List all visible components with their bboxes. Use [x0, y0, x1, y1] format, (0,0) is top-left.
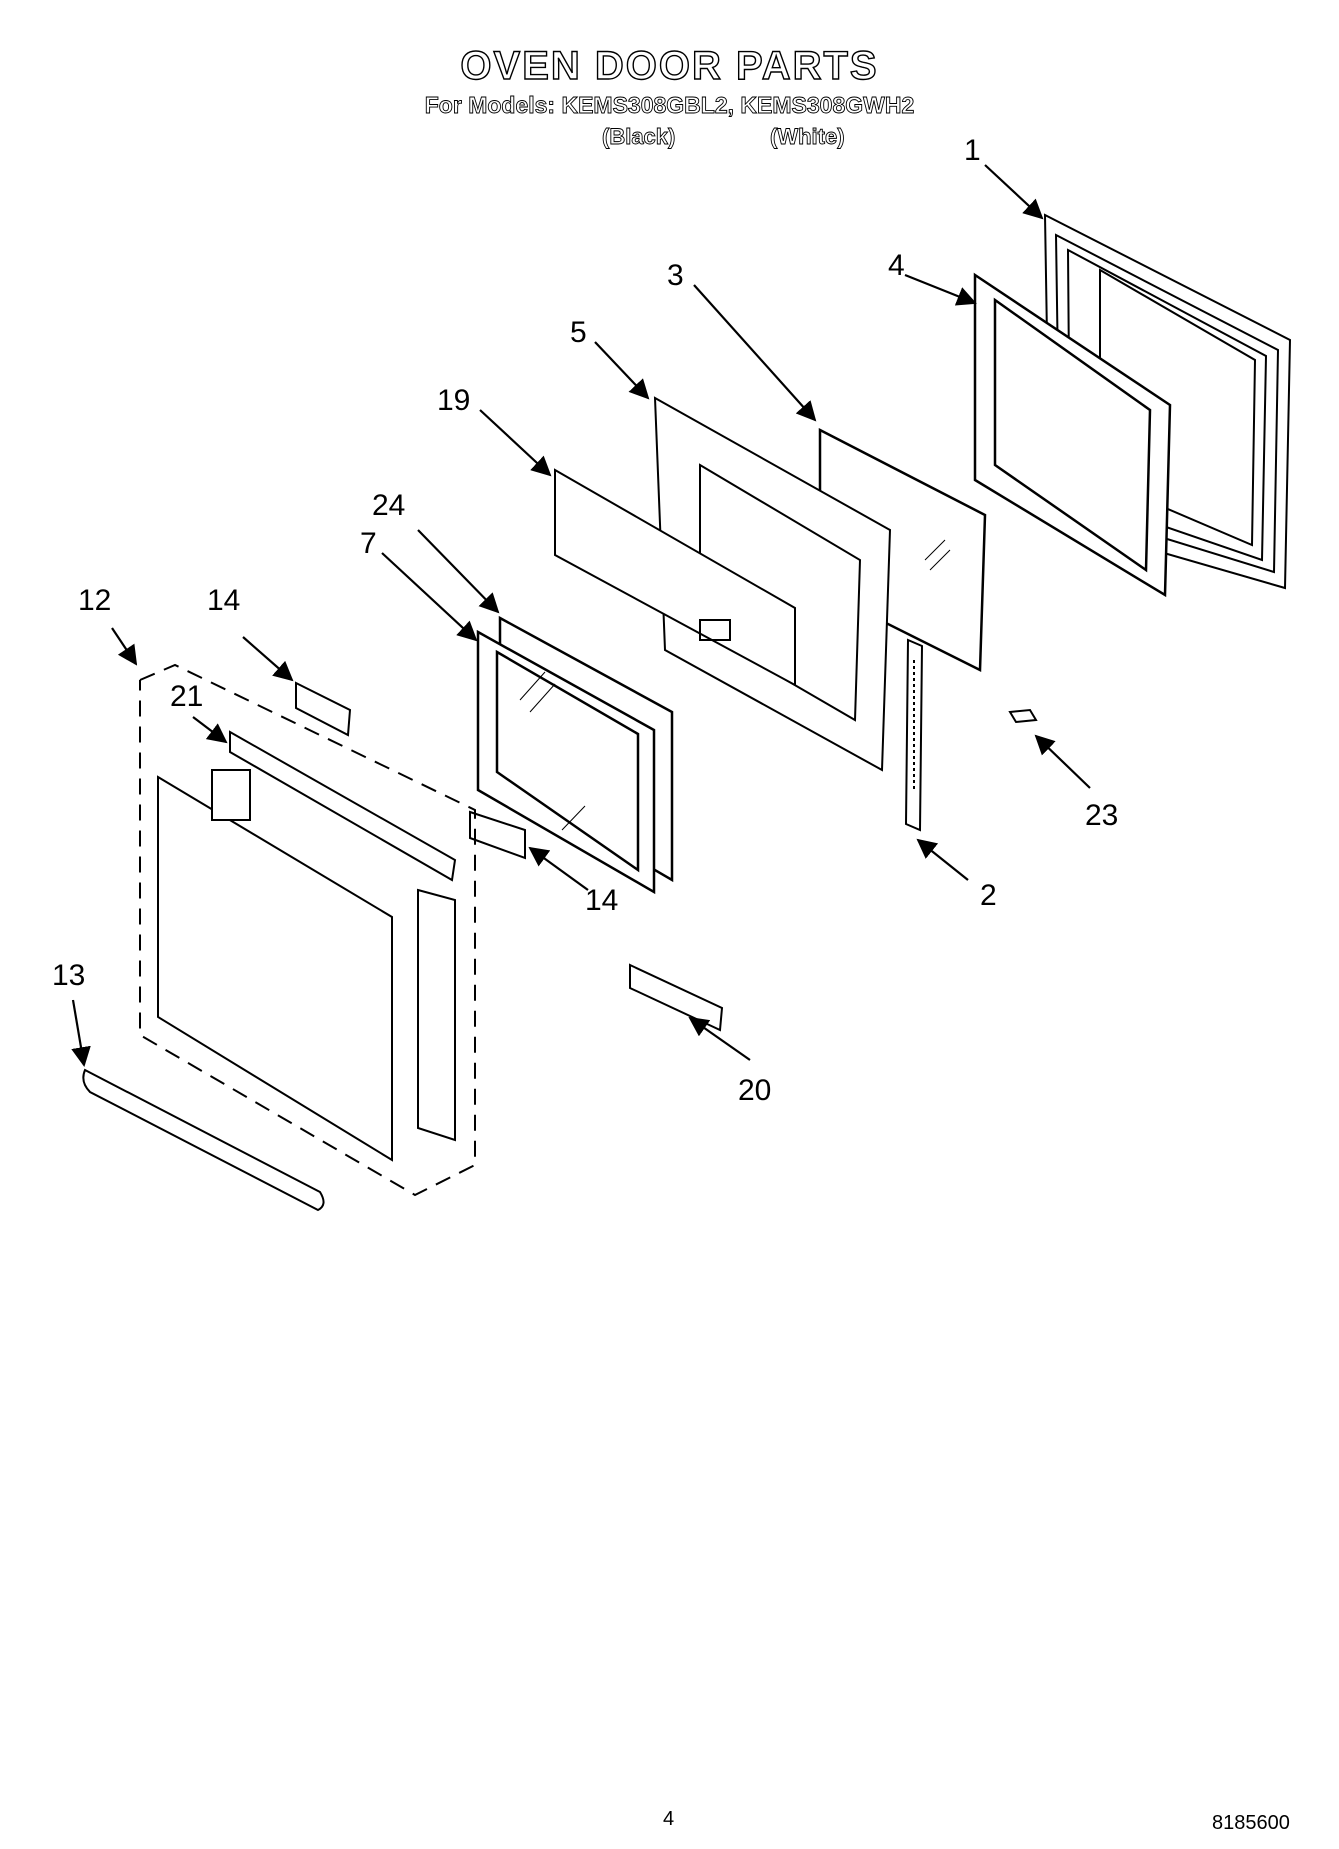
part-13-handle — [82, 1068, 325, 1212]
variant-black-label: (Black) — [602, 124, 676, 150]
part-2-hinge-strip — [904, 638, 924, 832]
callout-7: 7 — [360, 527, 377, 560]
page-number: 4 — [663, 1808, 675, 1830]
document-number: 8185600 — [1212, 1812, 1290, 1834]
callout-12: 12 — [78, 584, 111, 617]
part-14-bracket-top — [295, 681, 352, 737]
leader-14-top — [242, 636, 294, 682]
part-21-strip — [229, 730, 457, 882]
callout-3: 3 — [667, 259, 684, 292]
part-20-trim — [629, 963, 724, 1032]
leader-4 — [904, 273, 977, 306]
callout-23: 23 — [1085, 799, 1118, 832]
callout-5: 5 — [570, 316, 587, 349]
callout-19: 19 — [437, 384, 470, 417]
part-7-glass — [476, 629, 656, 895]
leader-14-bottom — [528, 846, 589, 891]
leader-arrows — [71, 164, 1091, 1067]
part-23-clip — [1008, 708, 1038, 724]
callout-2: 2 — [980, 879, 997, 912]
callout-13: 13 — [52, 959, 85, 992]
part-19-insulation — [554, 468, 796, 687]
part-12-outer-panel — [139, 663, 476, 1197]
leader-7 — [381, 552, 478, 642]
leader-13 — [71, 999, 91, 1067]
variant-white-label: (White) — [770, 124, 845, 150]
part-14-bracket-bottom — [469, 810, 526, 860]
leader-20 — [688, 1016, 751, 1061]
models-line: For Models: KEMS308GBL2, KEMS308GWH2 — [424, 92, 915, 119]
callout-14-bottom: 14 — [585, 884, 618, 917]
leader-12 — [111, 627, 138, 666]
callout-1: 1 — [964, 134, 981, 167]
leader-1 — [984, 164, 1044, 220]
callout-20: 20 — [738, 1074, 771, 1107]
leader-2 — [916, 838, 969, 881]
callout-4: 4 — [888, 249, 905, 282]
callout-14-top: 14 — [207, 584, 240, 617]
leader-23 — [1034, 734, 1091, 789]
leader-5 — [594, 341, 650, 400]
callout-24: 24 — [372, 489, 405, 522]
callout-labels: 1 2 3 4 5 7 12 13 14 14 19 20 21 23 24 — [52, 134, 1118, 1107]
callout-21: 21 — [170, 680, 203, 713]
leader-3 — [693, 284, 817, 422]
leader-19 — [479, 409, 552, 477]
diagram-title: OVEN DOOR PARTS — [460, 43, 879, 88]
leader-24 — [417, 529, 500, 614]
part-4-inner-frame — [973, 272, 1172, 598]
leader-21 — [192, 716, 228, 744]
